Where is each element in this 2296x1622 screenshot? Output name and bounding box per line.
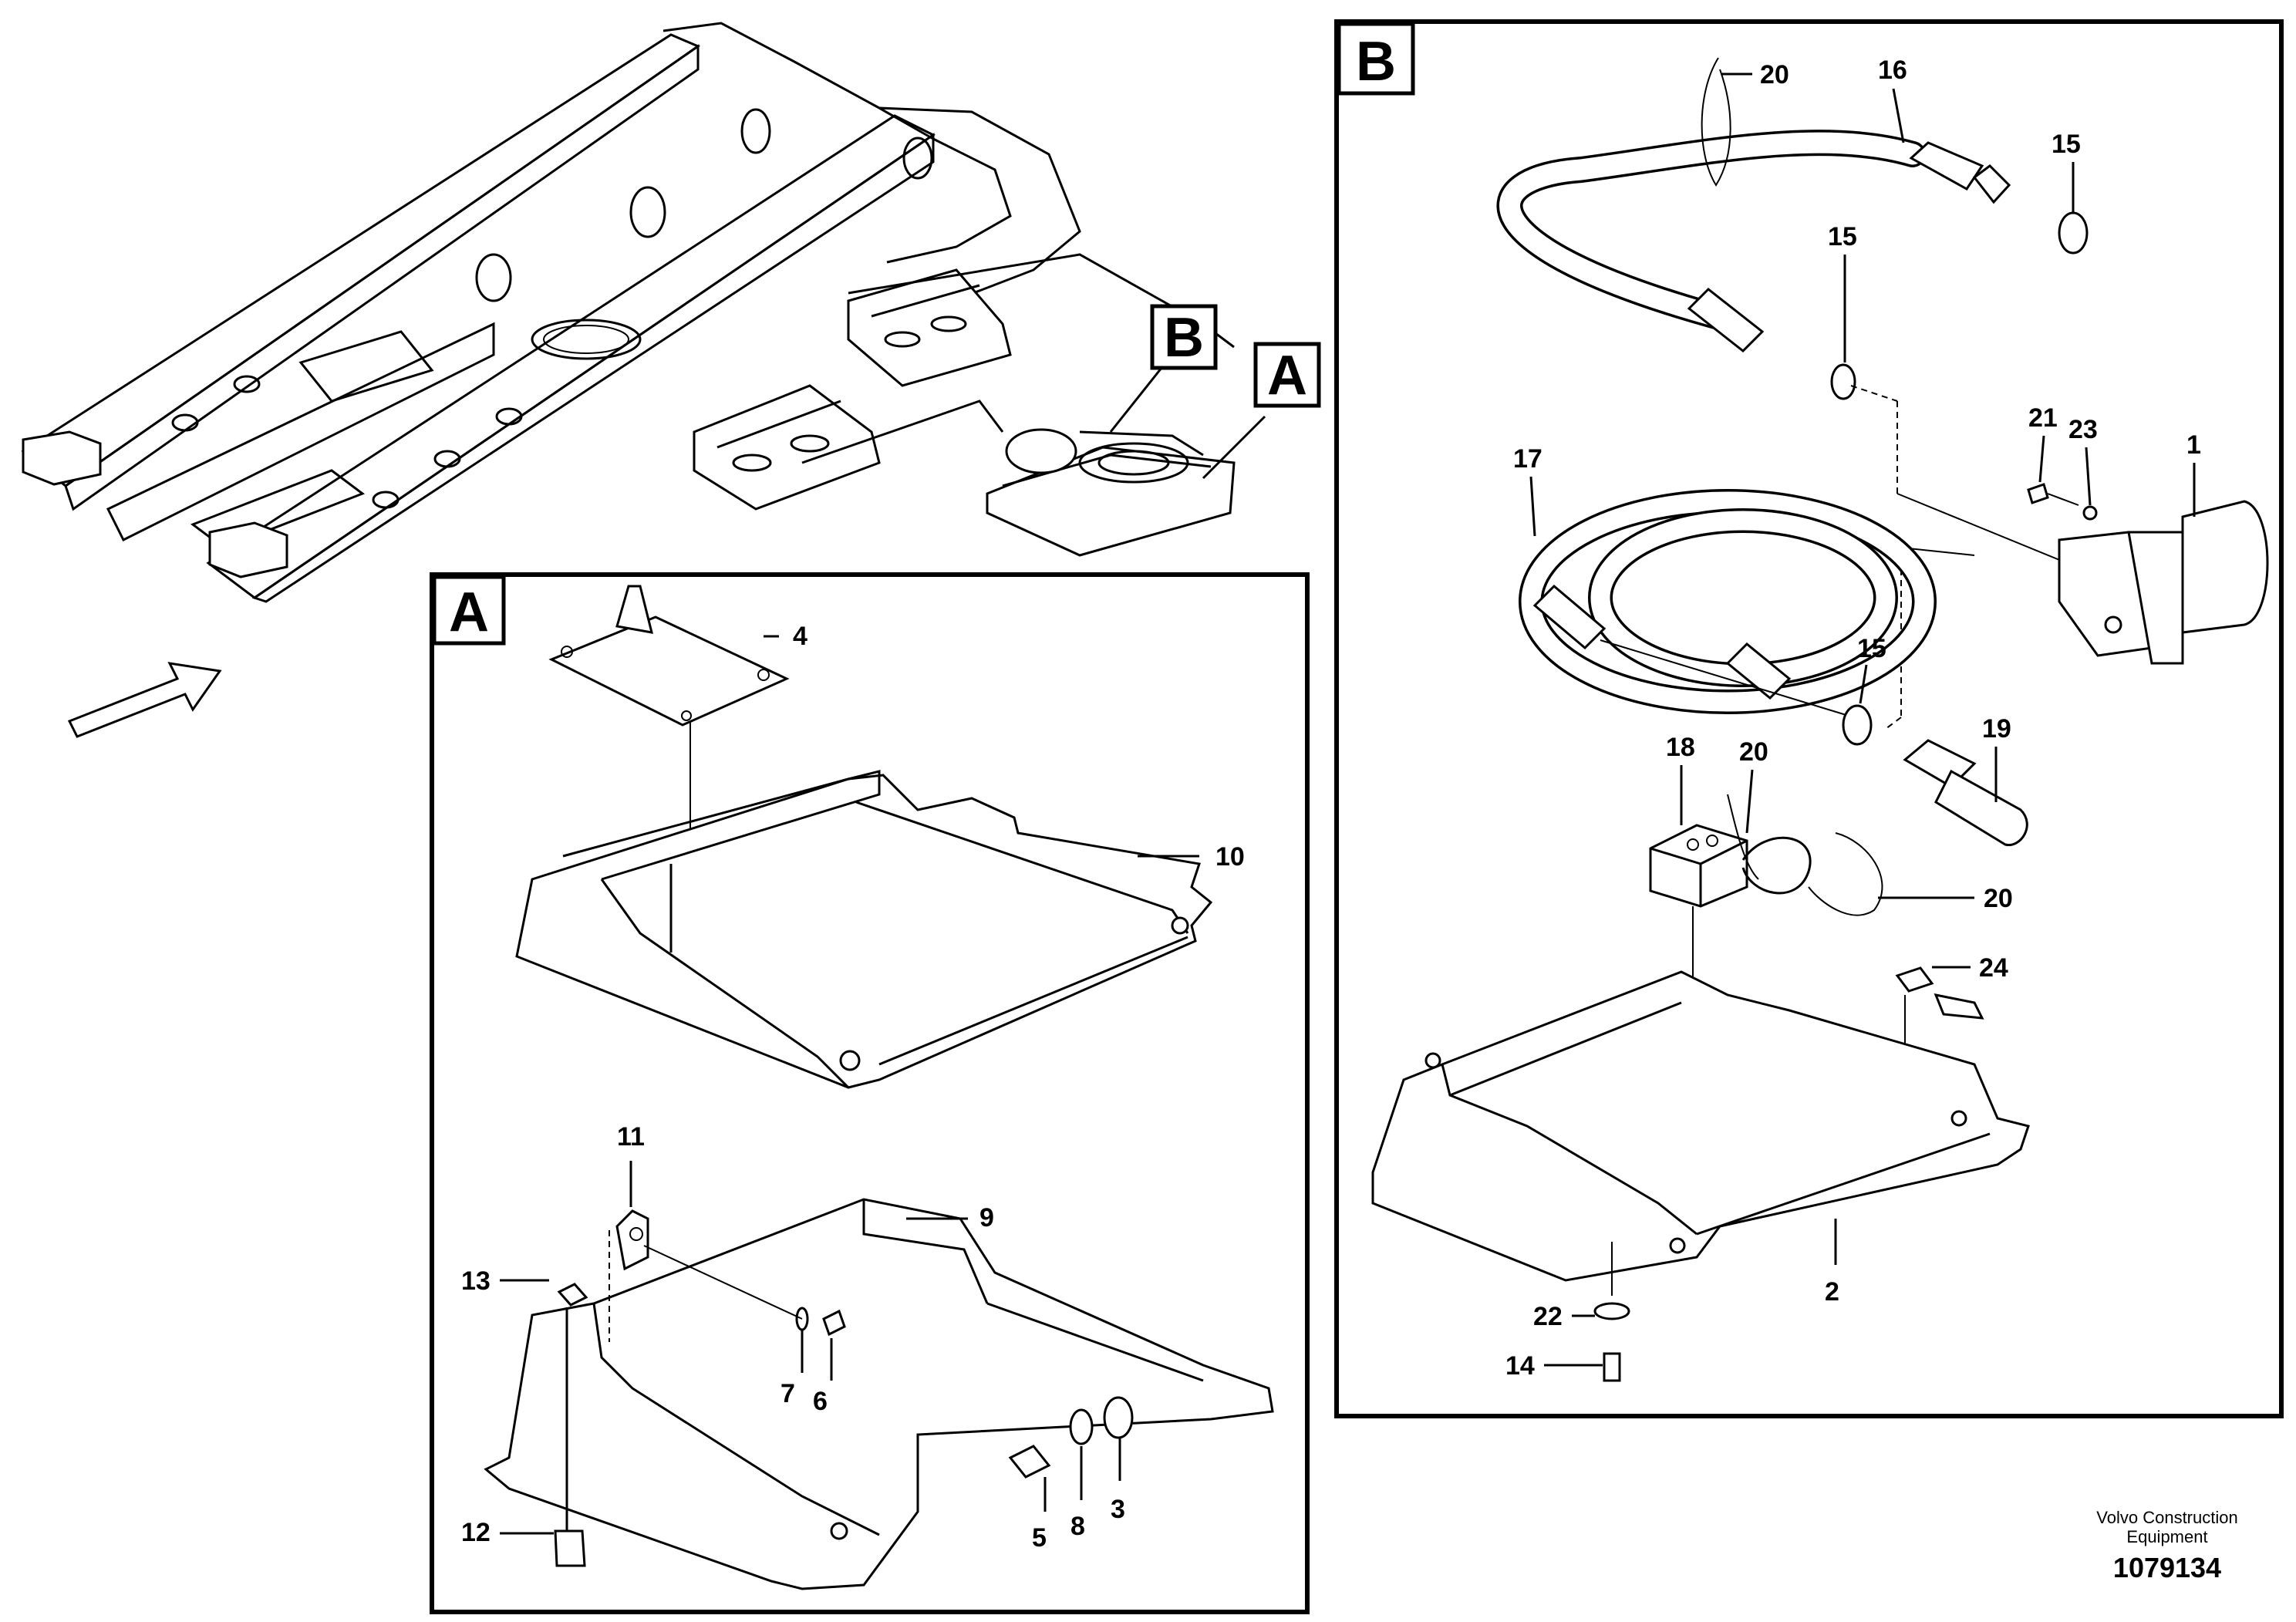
- detail-b-tag-box: [1337, 22, 1415, 96]
- detail-b-callout: B: [1164, 307, 1204, 369]
- detail-b-labels: 20 16 15 15 21 23 1 17 15 19 18 20 20 24…: [1505, 56, 2201, 1381]
- part-label-5: 5: [1032, 1523, 1047, 1553]
- part-label-4: 4: [793, 622, 807, 651]
- part-label-19: 19: [1982, 714, 2011, 744]
- part-label-6: 6: [813, 1387, 828, 1416]
- part-label-1: 1: [2186, 430, 2201, 460]
- part-label-24: 24: [1979, 953, 2008, 983]
- part-label-15-top: 15: [2052, 130, 2081, 159]
- detail-b-frame: [1334, 19, 2284, 1418]
- part-label-20-top: 20: [1760, 60, 1789, 89]
- part-label-7: 7: [781, 1379, 795, 1408]
- detail-a-labels: 4 10 11 9 13 7 6 12 5 8 3: [461, 622, 1245, 1553]
- part-label-17: 17: [1513, 444, 1542, 474]
- reference-number: 1079134: [2113, 1552, 2221, 1583]
- part-label-3: 3: [1111, 1495, 1125, 1524]
- detail-a-frame: [430, 572, 1310, 1614]
- detail-a-tag: A: [449, 582, 489, 643]
- detail-b-tag: B: [1356, 31, 1396, 93]
- detail-a-drawing: [484, 585, 1274, 1590]
- part-label-15-low: 15: [1857, 634, 1886, 663]
- part-label-22: 22: [1533, 1302, 1563, 1331]
- detail-a-callout-box: [1253, 342, 1321, 408]
- detail-b-callout-box: [1150, 304, 1218, 370]
- part-label-20-right: 20: [1984, 884, 2013, 913]
- part-label-9: 9: [979, 1203, 994, 1233]
- part-label-12: 12: [461, 1518, 491, 1547]
- brand-line-2: Equipment: [2126, 1527, 2207, 1546]
- part-label-8: 8: [1070, 1512, 1085, 1541]
- part-label-11: 11: [617, 1122, 645, 1152]
- machine-frame-overview: [21, 22, 1266, 603]
- detail-a-callout: A: [1267, 345, 1307, 406]
- part-label-21: 21: [2028, 403, 2058, 433]
- view-direction-arrow-icon: [67, 662, 222, 738]
- part-label-16: 16: [1878, 56, 1907, 85]
- part-label-20-mid: 20: [1739, 737, 1768, 767]
- detail-a-tag-box: [432, 575, 506, 646]
- part-label-10: 10: [1215, 842, 1245, 872]
- part-label-13: 13: [461, 1266, 491, 1296]
- detail-b-drawing: [1371, 57, 2269, 1382]
- part-label-18: 18: [1666, 733, 1695, 762]
- part-label-14: 14: [1505, 1351, 1535, 1381]
- part-label-23: 23: [2068, 415, 2098, 444]
- part-label-15-mid: 15: [1828, 222, 1857, 251]
- brand-line-1: Volvo Construction: [2096, 1508, 2237, 1527]
- part-label-2: 2: [1825, 1277, 1839, 1307]
